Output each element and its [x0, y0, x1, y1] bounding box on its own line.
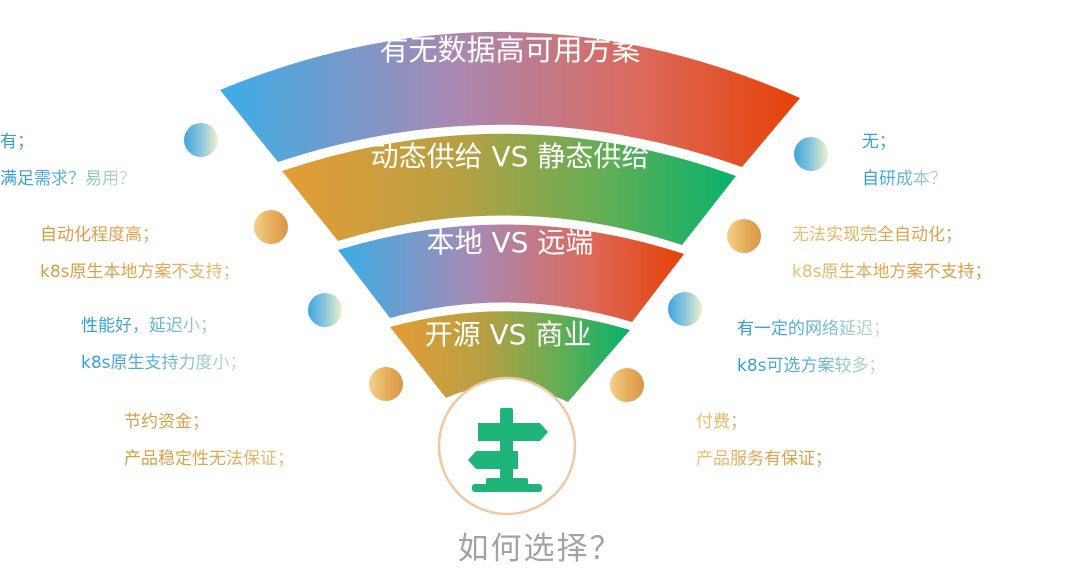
- note-line: 自研成本？: [862, 169, 947, 189]
- band-3-label: 开源 VS 商业: [425, 318, 592, 351]
- signpost-icon: [437, 376, 577, 516]
- bullet-dot: [184, 123, 218, 157]
- note-line: k8s原生支持力度小；: [81, 353, 247, 373]
- right-note-0: 无； 自研成本？: [862, 124, 947, 198]
- note-line: k8s原生本地方案不支持；: [40, 262, 240, 282]
- note-line: 性能好，延迟小；: [81, 316, 217, 336]
- band-0-label: 有无数据高可用方案: [379, 33, 640, 67]
- band-3: 开源 VS 商业: [390, 311, 630, 402]
- note-line: 有一定的网络延迟；: [737, 319, 890, 339]
- bullet-dot: [369, 367, 403, 401]
- bullet-dot: [610, 368, 644, 402]
- note-line: 有；: [0, 132, 34, 152]
- note-line: k8s可选方案较多；: [737, 356, 886, 376]
- right-note-2: 有一定的网络延迟； k8s可选方案较多；: [737, 311, 890, 385]
- bullet-dot: [727, 219, 761, 253]
- band-2-label: 本地 VS 远端: [427, 226, 594, 259]
- band-1-label: 动态供给 VS 静态供给: [371, 140, 650, 173]
- bullet-dot: [668, 292, 702, 326]
- note-line: 自动化程度高；: [40, 225, 159, 245]
- right-note-3: 付费； 产品服务有保证；: [696, 404, 832, 478]
- left-note-2: 性能好，延迟小； k8s原生支持力度小；: [81, 308, 247, 382]
- band-0: 有无数据高可用方案: [220, 31, 800, 167]
- note-line: 无；: [862, 132, 896, 152]
- note-line: 产品服务有保证；: [696, 449, 832, 469]
- note-line: 无法实现完全自动化；: [792, 225, 962, 245]
- bullet-dot: [794, 137, 828, 171]
- right-note-1: 无法实现完全自动化； k8s原生本地方案不支持；: [792, 217, 992, 291]
- note-line: 满足需求？易用？: [0, 169, 136, 189]
- question-caption: 如何选择？: [457, 531, 623, 567]
- note-line: k8s原生本地方案不支持；: [792, 262, 992, 282]
- left-note-3: 节约资金； 产品稳定性无法保证；: [124, 404, 294, 478]
- left-note-0: 有； 满足需求？易用？: [0, 124, 136, 198]
- note-line: 产品稳定性无法保证；: [124, 449, 294, 469]
- bullet-dot: [308, 293, 342, 327]
- band-1: 动态供给 VS 静态供给: [282, 133, 736, 245]
- note-line: 节约资金；: [124, 412, 209, 432]
- note-line: 付费；: [696, 412, 747, 432]
- bullet-dot: [254, 210, 288, 244]
- left-note-1: 自动化程度高； k8s原生本地方案不支持；: [40, 217, 240, 291]
- band-2: 本地 VS 远端: [338, 224, 684, 322]
